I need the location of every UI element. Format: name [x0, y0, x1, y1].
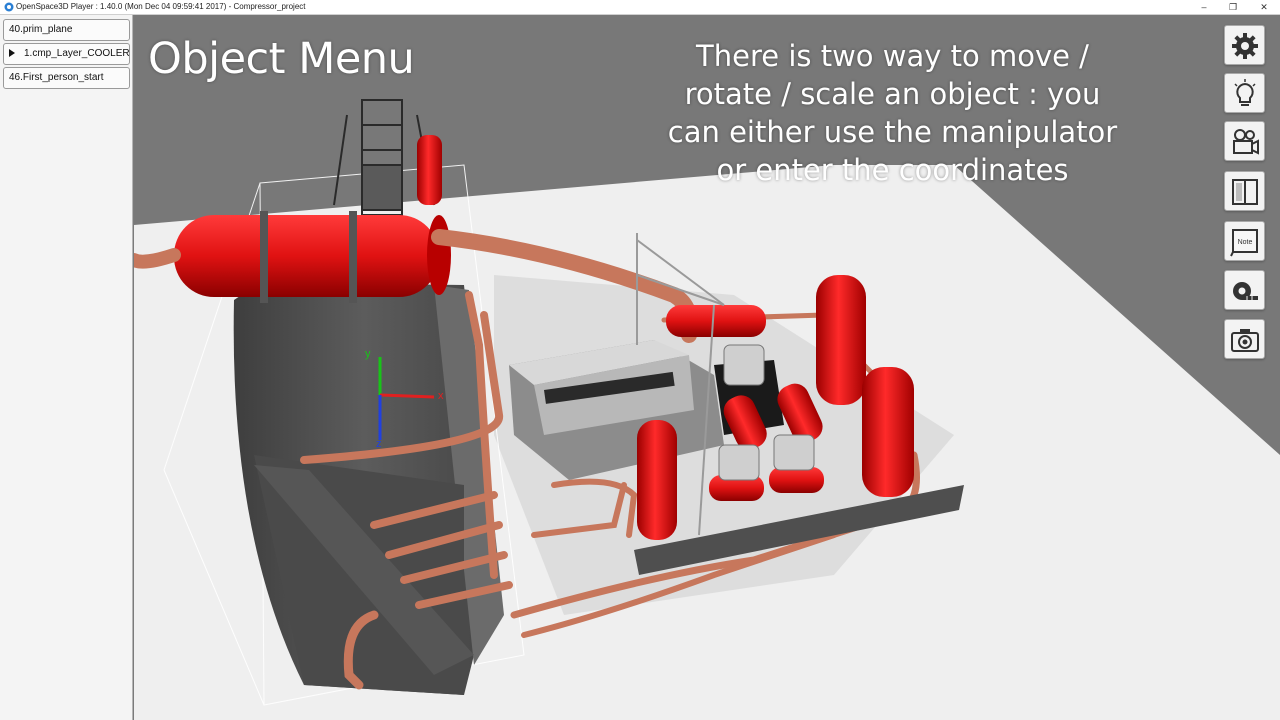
app-icon: [4, 2, 14, 12]
copper-pipework: [134, 229, 920, 690]
maximize-button[interactable]: ❐: [1228, 2, 1238, 12]
camera-movie-icon: [1233, 129, 1259, 155]
scene-tree-panel: 40.prim_plane 1.cmp_Layer_COOLER 46.Firs…: [0, 15, 133, 720]
window-titlebar: OpenSpace3D Player : 1.40.0 (Mon Dec 04 …: [0, 0, 1280, 15]
tree-item-first-person-start[interactable]: 46.First_person_start: [3, 67, 130, 89]
minimize-button[interactable]: –: [1201, 2, 1207, 12]
tree-item-label: 46.First_person_start: [9, 72, 104, 83]
lighting-button[interactable]: [1224, 73, 1265, 113]
3d-viewport[interactable]: y x z Object Menu There is two way to mo…: [134, 15, 1280, 720]
vertical-red-vessels[interactable]: [637, 275, 914, 540]
note-icon: Note: [1230, 229, 1258, 257]
tree-item-cmp-layer-cooler[interactable]: 1.cmp_Layer_COOLER: [3, 43, 130, 65]
settings-button[interactable]: [1224, 25, 1265, 65]
overlay-title: Object Menu: [148, 34, 415, 84]
gizmo-x-label: x: [438, 390, 444, 402]
base-skid: [634, 485, 964, 575]
tree-item-label: 40.prim_plane: [9, 24, 73, 35]
ladder-cage: [333, 99, 435, 216]
tree-item-prim-plane[interactable]: 40.prim_plane: [3, 19, 130, 41]
gear-icon: [1232, 33, 1258, 59]
note-icon-label: Note: [1238, 239, 1253, 246]
compressor-scene[interactable]: y x z: [134, 15, 1280, 720]
overlay-caption: There is two way to move / rotate / scal…: [667, 39, 1118, 187]
window-title: OpenSpace3D Player : 1.40.0 (Mon Dec 04 …: [16, 2, 306, 11]
measure-button[interactable]: [1224, 270, 1265, 310]
note-button[interactable]: Note: [1224, 221, 1265, 261]
split-view-button[interactable]: [1224, 171, 1265, 211]
photo-camera-icon: [1231, 329, 1259, 352]
split-view-icon: [1232, 179, 1258, 205]
manipulator-gizmo[interactable]: y x z: [365, 348, 444, 450]
tape-measure-icon: [1233, 282, 1258, 300]
lightbulb-icon: [1234, 79, 1256, 106]
camera-button[interactable]: [1224, 121, 1265, 161]
compressor-units: [718, 344, 815, 481]
mast: [636, 233, 725, 536]
gizmo-y-label: y: [365, 348, 371, 360]
gizmo-z-label: z: [376, 438, 382, 450]
horizontal-red-tank[interactable]: [174, 211, 451, 303]
small-red-tank[interactable]: [417, 135, 442, 205]
tree-item-label: 1.cmp_Layer_COOLER: [24, 48, 130, 59]
expand-arrow-icon[interactable]: [9, 49, 15, 57]
close-button[interactable]: ✕: [1260, 2, 1268, 12]
screenshot-button[interactable]: [1224, 319, 1265, 359]
